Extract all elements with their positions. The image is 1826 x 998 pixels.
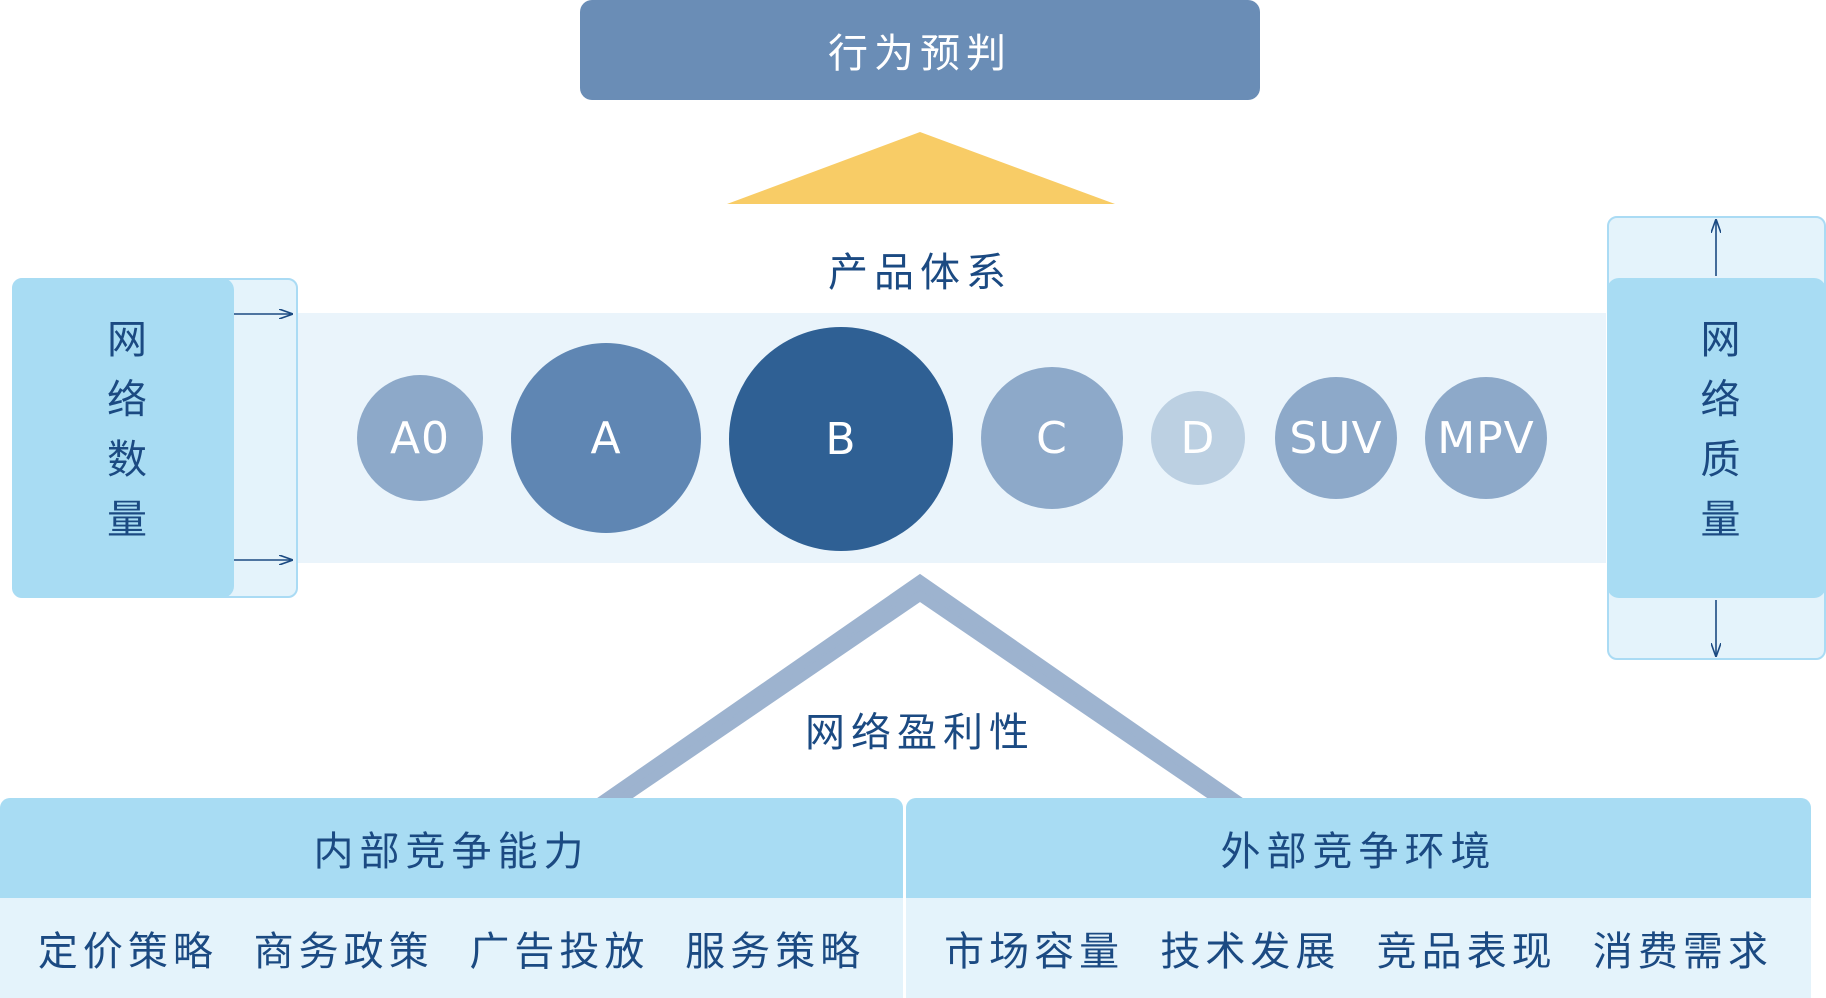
product-system-text: 产品体系 <box>828 250 1012 296</box>
internal-competition-header: 内部竞争能力 <box>0 798 903 898</box>
internal-item: 服务策略 <box>685 929 866 975</box>
behavior-prediction-label: 行为预判 <box>828 31 1012 77</box>
external-environment-panel: 外部竞争环境 市场容量 技术发展 竞品表现 消费需求 <box>906 798 1811 998</box>
internal-competition-items: 定价策略 商务政策 广告投放 服务策略 <box>0 898 903 998</box>
external-item: 竞品表现 <box>1376 929 1557 975</box>
segment-label-a: A <box>590 412 622 464</box>
profitability-roof <box>590 573 1250 803</box>
external-item: 消费需求 <box>1592 929 1773 975</box>
external-item: 市场容量 <box>944 929 1125 975</box>
segment-circle-c: C <box>981 367 1123 509</box>
up-arrow-triangle <box>727 132 1115 204</box>
external-item: 技术发展 <box>1160 929 1341 975</box>
network-quantity-label: 网络数量 <box>100 318 146 558</box>
segment-circle-a: A <box>511 343 701 533</box>
segment-label-b: B <box>825 413 857 465</box>
external-environment-title: 外部竞争环境 <box>1220 829 1497 875</box>
segment-label-c: C <box>1036 412 1068 464</box>
profitability-text: 网络盈利性 <box>805 710 1035 756</box>
segment-circle-b: B <box>729 327 953 551</box>
product-system-label: 产品体系 <box>770 240 1070 298</box>
segment-circle-suv: SUV <box>1275 377 1397 499</box>
internal-item: 广告投放 <box>469 929 650 975</box>
network-quantity-box: 网络数量 <box>12 278 234 598</box>
network-quality-label: 网络质量 <box>1693 318 1740 558</box>
network-quality-box: 网络质量 <box>1607 278 1826 598</box>
segment-circle-mpv: MPV <box>1425 377 1547 499</box>
external-environment-items: 市场容量 技术发展 竞品表现 消费需求 <box>906 898 1811 998</box>
internal-competition-title: 内部竞争能力 <box>313 829 590 875</box>
external-environment-header: 外部竞争环境 <box>906 798 1811 898</box>
segment-label-a0: A0 <box>389 412 451 464</box>
profitability-label: 网络盈利性 <box>770 700 1070 758</box>
segment-label-mpv: MPV <box>1437 412 1535 464</box>
internal-competition-panel: 内部竞争能力 定价策略 商务政策 广告投放 服务策略 <box>0 798 903 998</box>
segment-circle-a0: A0 <box>357 375 483 501</box>
segment-label-suv: SUV <box>1289 412 1383 464</box>
internal-item: 商务政策 <box>253 929 434 975</box>
internal-item: 定价策略 <box>37 929 218 975</box>
behavior-prediction-box: 行为预判 <box>580 0 1260 100</box>
segment-circle-d: D <box>1151 391 1245 485</box>
segment-label-d: D <box>1180 412 1216 464</box>
